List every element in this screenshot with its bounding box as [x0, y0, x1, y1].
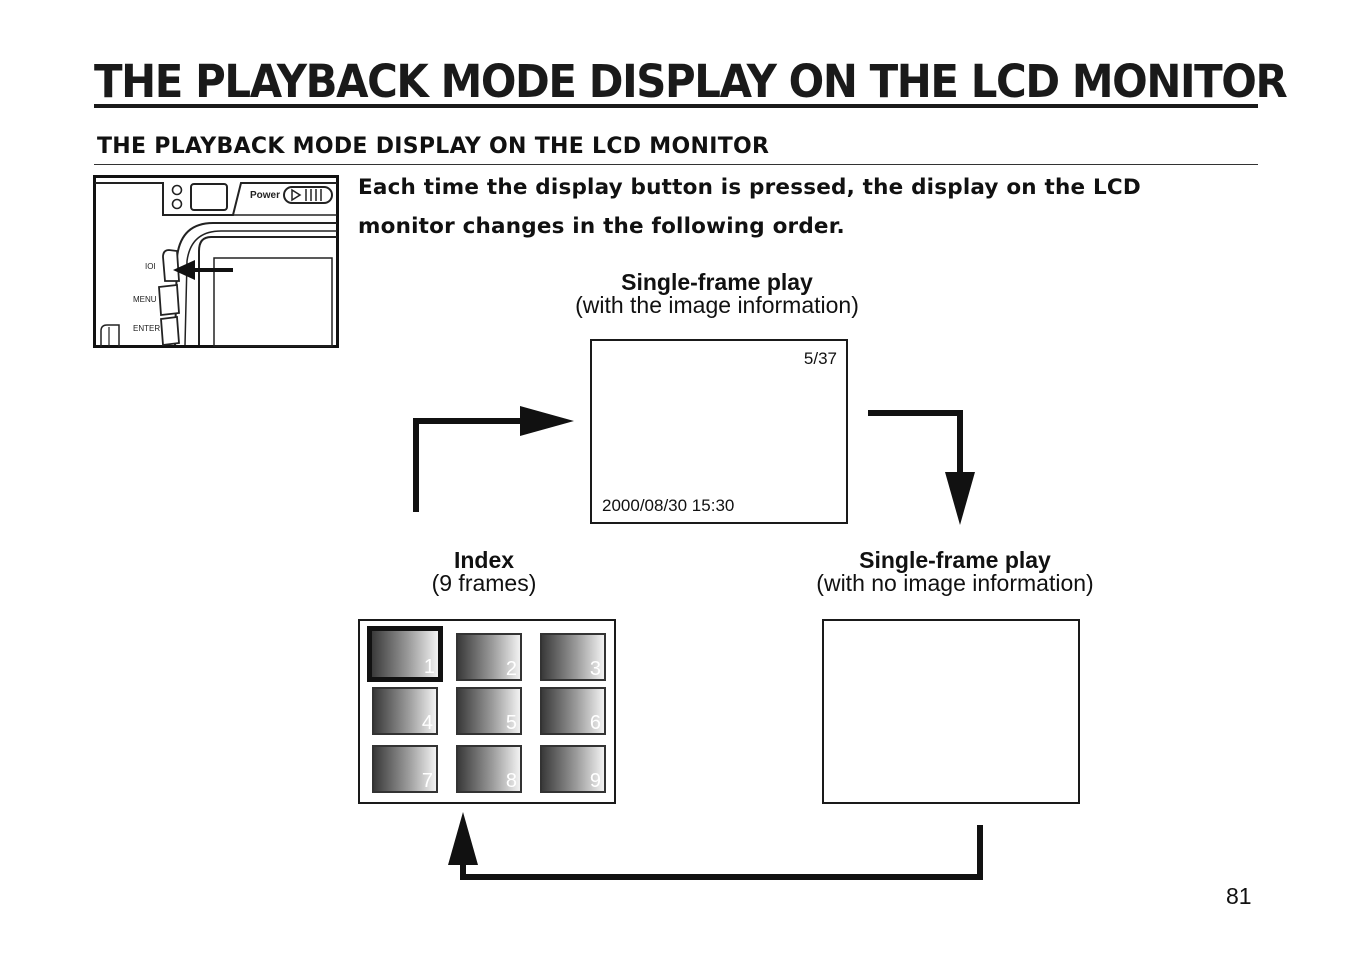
thumbnail-number: 3 [589, 658, 601, 680]
arrow-right-icon [520, 406, 574, 436]
thumbnail-number: 4 [421, 712, 433, 734]
section-heading: THE PLAYBACK MODE DISPLAY ON THE LCD MON… [97, 134, 770, 159]
index-thumbnail[interactable]: 4 [372, 687, 438, 735]
section-rule [94, 164, 1258, 165]
intro-text-line-1: Each time the display button is pressed,… [358, 175, 1141, 200]
arrow-info-to-noinfo [868, 410, 975, 525]
thumbnail-number: 2 [505, 658, 517, 680]
index-thumbnail[interactable]: 5 [456, 687, 522, 735]
index-thumbnail[interactable]: 7 [372, 745, 438, 793]
thumbnail-number: 9 [589, 770, 601, 792]
display-button-label: IOI [145, 262, 156, 271]
thumbnail-number: 7 [421, 770, 433, 792]
index-thumbnail[interactable]: 9 [540, 745, 606, 793]
page-number: 81 [1226, 883, 1252, 909]
thumbnail-number: 8 [505, 770, 517, 792]
thumbnail-number: 6 [589, 712, 601, 734]
frame-counter: 5/37 [803, 349, 837, 368]
index-thumbnail[interactable]: 8 [456, 745, 522, 793]
page-title: THE PLAYBACK MODE DISPLAY ON THE LCD MON… [94, 55, 1288, 108]
frame-datetime: 2000/08/30 15:30 [602, 496, 735, 515]
menu-button-label: MENU [133, 295, 157, 304]
info-mode-title: Single-frame play [621, 269, 813, 295]
info-mode-subtitle: (with the image information) [575, 292, 859, 318]
lcd-screen-with-info: 5/37 2000/08/30 15:30 [590, 339, 848, 524]
arrow-noinfo-to-index [448, 812, 983, 880]
arrow-up-icon [448, 812, 478, 865]
enter-button-label: ENTER [133, 324, 160, 333]
thumbnail-number: 1 [423, 656, 435, 678]
lcd-screen-index: 1 2 3 4 5 6 7 8 9 [358, 619, 616, 804]
power-label: Power [250, 190, 280, 201]
arrow-down-icon [945, 472, 975, 525]
noinfo-mode-title: Single-frame play [859, 547, 1051, 573]
title-rule [94, 104, 1258, 108]
index-thumbnail[interactable]: 6 [540, 687, 606, 735]
index-mode-title: Index [453, 547, 515, 573]
pointer-arrow-icon [173, 260, 195, 280]
noinfo-mode-subtitle: (with no image information) [816, 570, 1094, 596]
arrow-index-to-info [413, 406, 574, 512]
intro-text-line-2: monitor changes in the following order. [358, 214, 845, 239]
camera-back-illustration: Power IOI MENU ENTER [93, 175, 339, 348]
index-mode-subtitle: (9 frames) [431, 570, 537, 596]
index-thumbnail[interactable]: 3 [540, 633, 606, 681]
thumbnail-number: 5 [505, 712, 517, 734]
lcd-screen-no-info [822, 619, 1080, 804]
index-thumbnail[interactable]: 2 [456, 633, 522, 681]
index-thumbnail[interactable]: 1 [367, 626, 443, 682]
